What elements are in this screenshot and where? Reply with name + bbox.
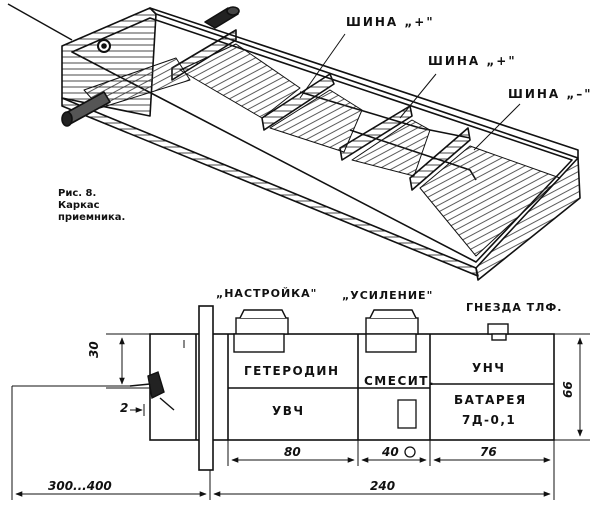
bus-label-plus-1: ШИНА „+" — [346, 15, 435, 29]
tuning-knob-top — [204, 6, 240, 29]
tuning-capacitor-symbol — [233, 309, 289, 353]
module-mixer: СМЕСИТ. — [364, 374, 436, 388]
gain-control-symbol — [365, 309, 419, 353]
module-battery-type: 7Д-0,1 — [462, 413, 517, 427]
caption-line-3: приемника. — [58, 212, 126, 223]
plan-view — [129, 305, 555, 471]
shaft-cylinder — [61, 91, 111, 127]
dim-antenna-offset: 2 — [120, 401, 129, 415]
gain-label: „УСИЛЕНИЕ" — [342, 289, 434, 302]
mixer-component — [397, 399, 417, 429]
module-if-amp: УВЧ — [272, 404, 305, 418]
bus-label-plus-2: ШИНА „+" — [428, 54, 517, 68]
module-audio-amp: УНЧ — [472, 361, 506, 375]
dim-lead-length: 300...400 — [48, 479, 112, 493]
caption-line-2: Каркас — [58, 200, 100, 211]
perspective-frame — [7, 3, 581, 281]
dim-section-1: 80 — [284, 445, 301, 459]
mounting-hole — [404, 446, 416, 458]
antenna-wire — [7, 3, 73, 41]
figure-caption: Рис. 8. Каркас приемника. — [58, 188, 125, 224]
dim-left-height: 30 — [87, 341, 101, 358]
dim-total-length: 240 — [370, 479, 396, 493]
tuning-label: „НАСТРОЙКА" — [216, 287, 318, 300]
phone-jack-symbol — [487, 323, 509, 341]
frame-right-wall — [475, 157, 581, 281]
dimension-lines — [11, 333, 590, 500]
module-heterodyne: ГЕТЕРОДИН — [244, 364, 340, 378]
antenna-socket — [129, 371, 175, 411]
chassis-outline — [149, 333, 555, 441]
bus-label-minus: ШИНА „–" — [508, 87, 590, 101]
dim-section-2: 40 — [382, 445, 399, 459]
tuning-shaft — [198, 305, 214, 471]
dim-section-3: 76 — [480, 445, 497, 459]
caption-line-1: Рис. 8. — [58, 188, 97, 199]
dim-right-height: 66 — [561, 381, 575, 398]
module-battery: БАТАРЕЯ — [454, 393, 527, 407]
phone-jacks-label: ГНЕЗДА ТЛФ. — [466, 301, 563, 314]
